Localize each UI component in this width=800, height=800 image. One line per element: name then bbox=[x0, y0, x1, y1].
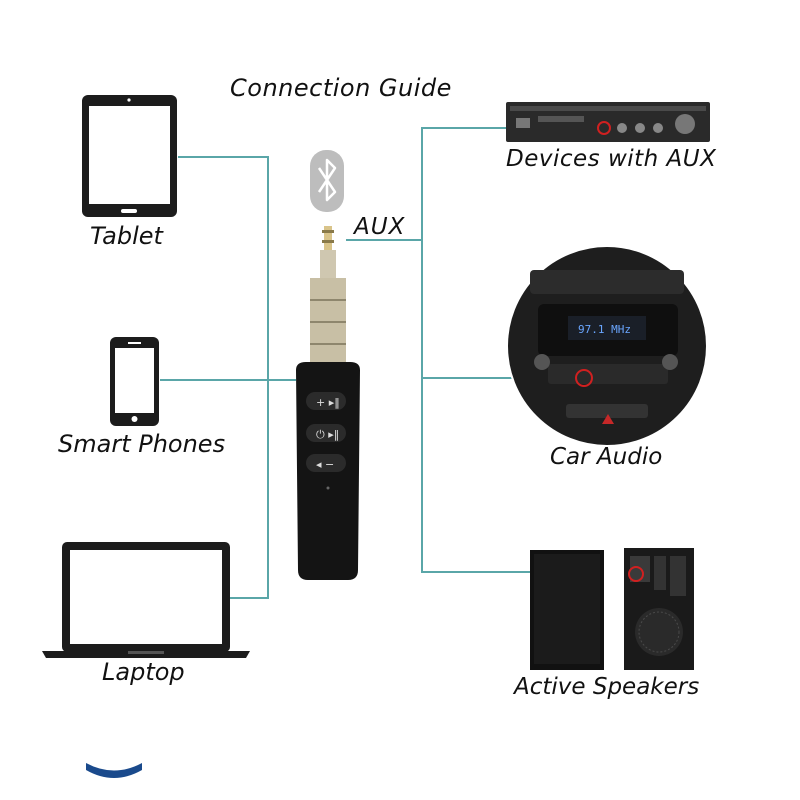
laptop-label: Laptop bbox=[102, 658, 185, 686]
aux-label: AUX bbox=[354, 214, 406, 240]
car-dashboard-icon: 97.1 MHz bbox=[506, 245, 708, 447]
svg-text:◂ −: ◂ − bbox=[316, 458, 334, 471]
left-connector-lines bbox=[160, 156, 296, 599]
aux-devices-label: Devices with AUX bbox=[506, 146, 717, 172]
svg-text:+ ▸‖: + ▸‖ bbox=[316, 396, 340, 409]
amplifier-icon bbox=[506, 102, 710, 142]
bottom-decoration bbox=[86, 763, 142, 778]
aux-receiver-device: + ▸‖ ⏻ ▸‖ ◂ − bbox=[296, 226, 360, 580]
svg-text:97.1 MHz: 97.1 MHz bbox=[578, 323, 631, 336]
smartphone-label: Smart Phones bbox=[58, 430, 226, 458]
diagram-title: Connection Guide bbox=[230, 74, 452, 102]
smartphone-icon bbox=[110, 337, 159, 426]
laptop-icon bbox=[42, 542, 250, 658]
car-audio-label: Car Audio bbox=[550, 444, 663, 470]
speakers-icon bbox=[530, 548, 694, 670]
active-speakers-label: Active Speakers bbox=[514, 674, 700, 700]
tablet-label: Tablet bbox=[90, 222, 163, 250]
svg-text:⏻ ▸‖: ⏻ ▸‖ bbox=[316, 428, 339, 441]
bluetooth-icon bbox=[310, 150, 344, 212]
tablet-icon bbox=[82, 95, 177, 217]
